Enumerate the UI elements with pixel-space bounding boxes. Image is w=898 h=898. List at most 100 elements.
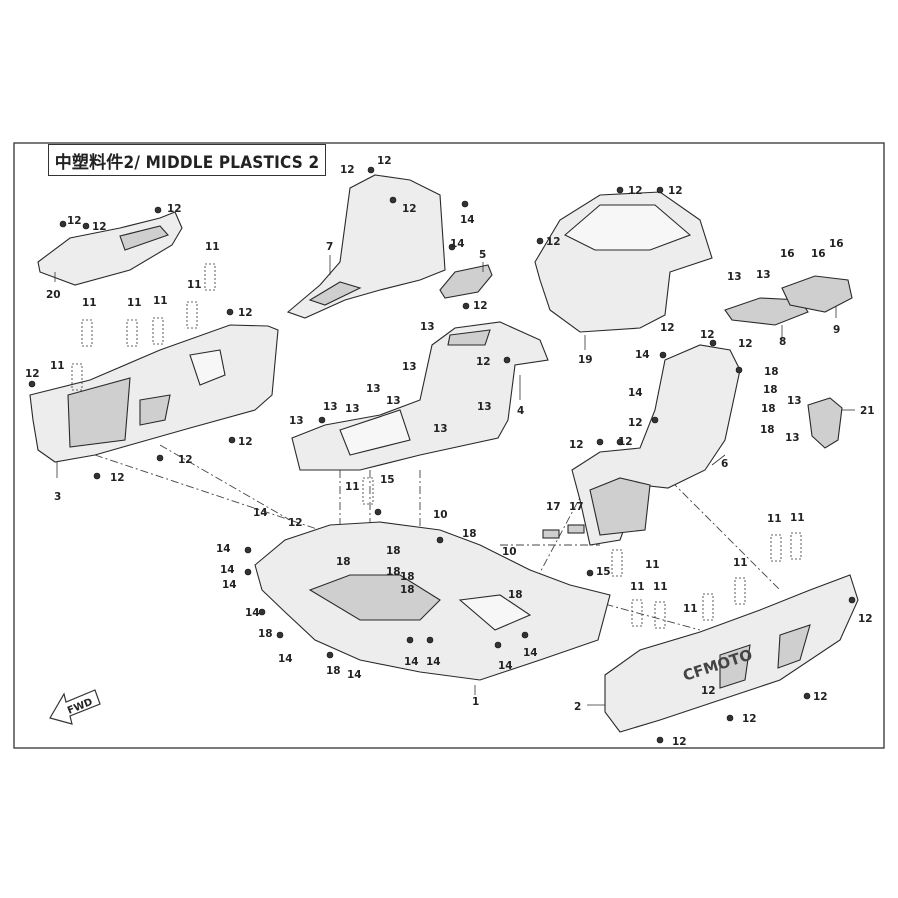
callout-2: 2 — [574, 701, 581, 713]
fwd-arrow-icon — [49, 689, 101, 725]
fastener-callout-label: 14 — [450, 238, 465, 250]
fastener-callout-label: 11 — [767, 513, 782, 525]
callout-5: 5 — [479, 249, 486, 261]
fastener-callouts: 12 12 12 12 12 12 12 12 12 12 12 12 12 1… — [25, 155, 873, 748]
fastener-callout-label: 12 — [402, 203, 417, 215]
fastener-callout-label: 13 — [420, 321, 435, 333]
callout-4: 4 — [517, 405, 524, 417]
fastener-callout-label: 14 — [523, 647, 538, 659]
part-21-bracket[interactable] — [807, 397, 843, 449]
fastener-callout-label: 14 — [404, 656, 419, 668]
fastener-callout-label: 12 — [67, 215, 82, 227]
fastener-callout-label: 14 — [347, 669, 362, 681]
fastener-callout-label: 14 — [222, 579, 237, 591]
fastener-callout-label: 18 — [258, 628, 273, 640]
fastener-callout-label: 18 — [760, 424, 775, 436]
fastener-callout-label: 12 — [178, 454, 193, 466]
fastener-callout-label: 18 — [386, 545, 401, 557]
fastener-callout-label: 12 — [618, 436, 633, 448]
fastener-callout-label: 13 — [477, 401, 492, 413]
fastener-callout-label: 12 — [476, 356, 491, 368]
fastener-callout-label: 11 — [82, 297, 97, 309]
fastener-callout-label: 18 — [763, 384, 778, 396]
fastener-callout-label: 14 — [278, 653, 293, 665]
fastener-callout-label: 18 — [508, 589, 523, 601]
fastener-callout-label: 12 — [340, 164, 355, 176]
part-19-storage-bin[interactable] — [534, 191, 713, 333]
fastener-callout-label: 12 — [288, 517, 303, 529]
fastener-callout-label: 12 — [167, 203, 182, 215]
fastener-callout-label: 13 — [323, 401, 338, 413]
fastener-callout-label: 13 — [787, 395, 802, 407]
callout-1: 1 — [472, 696, 479, 708]
diagram-title: 中塑料件2/ MIDDLE PLASTICS 2 — [48, 144, 326, 176]
fastener-callout-label: 14 — [460, 214, 475, 226]
fastener-callout-label: 18 — [400, 584, 415, 596]
fastener-callout-label: 18 — [764, 366, 779, 378]
fastener-callout-label: 12 — [738, 338, 753, 350]
fastener-callout-label: 13 — [785, 432, 800, 444]
part-3-left-panel[interactable] — [29, 324, 279, 463]
fastener-callout-label: 10 — [433, 509, 448, 521]
fastener-callout-label: 13 — [756, 269, 771, 281]
fastener-callout-label: 16 — [780, 248, 795, 260]
fastener-callout-label: 12 — [700, 329, 715, 341]
fastener-callout-label: 12 — [660, 322, 675, 334]
part-8-pad[interactable] — [724, 297, 809, 326]
part-1-floor-pan[interactable] — [254, 521, 611, 681]
fastener-callout-label: 14 — [253, 507, 268, 519]
fastener-callout-label: 12 — [701, 685, 716, 697]
callout-8: 8 — [779, 336, 786, 348]
diagram-frame — [13, 142, 885, 749]
fastener-callout-label: 18 — [336, 556, 351, 568]
fastener-callout-label: 11 — [630, 581, 645, 593]
part-6-rear-panel[interactable] — [571, 344, 741, 546]
fastener-callout-label: 12 — [377, 155, 392, 167]
part-7-inner-panel[interactable] — [286, 174, 446, 319]
callout-21: 21 — [860, 405, 875, 417]
fastener-callout-label: 13 — [345, 403, 360, 415]
callout-3: 3 — [54, 491, 61, 503]
fastener-callout-label: 11 — [733, 557, 748, 569]
fastener-callout-label: 18 — [761, 403, 776, 415]
fastener-callout-label: 12 — [238, 307, 253, 319]
fastener-callout-label: 11 — [790, 512, 805, 524]
fastener-callout-label: 11 — [645, 559, 660, 571]
fastener-callout-label: 18 — [386, 566, 401, 578]
fastener-callout-label: 14 — [426, 656, 441, 668]
fastener-callout-label: 18 — [462, 528, 477, 540]
fastener-callout-label: 12 — [546, 236, 561, 248]
part-5-grille[interactable] — [439, 264, 493, 299]
part-9-pad[interactable] — [781, 275, 853, 313]
fastener-groups — [71, 263, 802, 629]
fastener-callout-label: 11 — [345, 481, 360, 493]
fastener-callout-label: 13 — [433, 423, 448, 435]
fastener-callout-label: 16 — [811, 248, 826, 260]
fastener-callout-label: 14 — [498, 660, 513, 672]
part-4-console[interactable] — [291, 321, 549, 471]
leader-lines — [54, 255, 855, 706]
fastener-callout-label: 15 — [596, 566, 611, 578]
fastener-callout-label: 18 — [400, 571, 415, 583]
part-20-cover[interactable] — [37, 211, 183, 286]
fastener-markers — [28, 166, 856, 744]
callout-7: 7 — [326, 241, 333, 253]
fastener-callout-label: 11 — [683, 603, 698, 615]
fastener-callout-label: 12 — [742, 713, 757, 725]
fastener-callout-label: 14 — [245, 607, 260, 619]
fastener-callout-label: 11 — [205, 241, 220, 253]
part-17-clips[interactable] — [542, 524, 585, 539]
fastener-callout-label: 12 — [473, 300, 488, 312]
fastener-callout-label: 12 — [92, 221, 107, 233]
fastener-callout-label: 11 — [153, 295, 168, 307]
fastener-callout-label: 15 — [380, 474, 395, 486]
part-2-right-panel[interactable] — [604, 574, 859, 733]
fastener-callout-label: 16 — [829, 238, 844, 250]
fastener-callout-label: 17 — [546, 501, 561, 513]
fastener-callout-label: 12 — [25, 368, 40, 380]
fastener-callout-label: 11 — [127, 297, 142, 309]
fastener-callout-label: 13 — [386, 395, 401, 407]
fastener-callout-label: 13 — [727, 271, 742, 283]
